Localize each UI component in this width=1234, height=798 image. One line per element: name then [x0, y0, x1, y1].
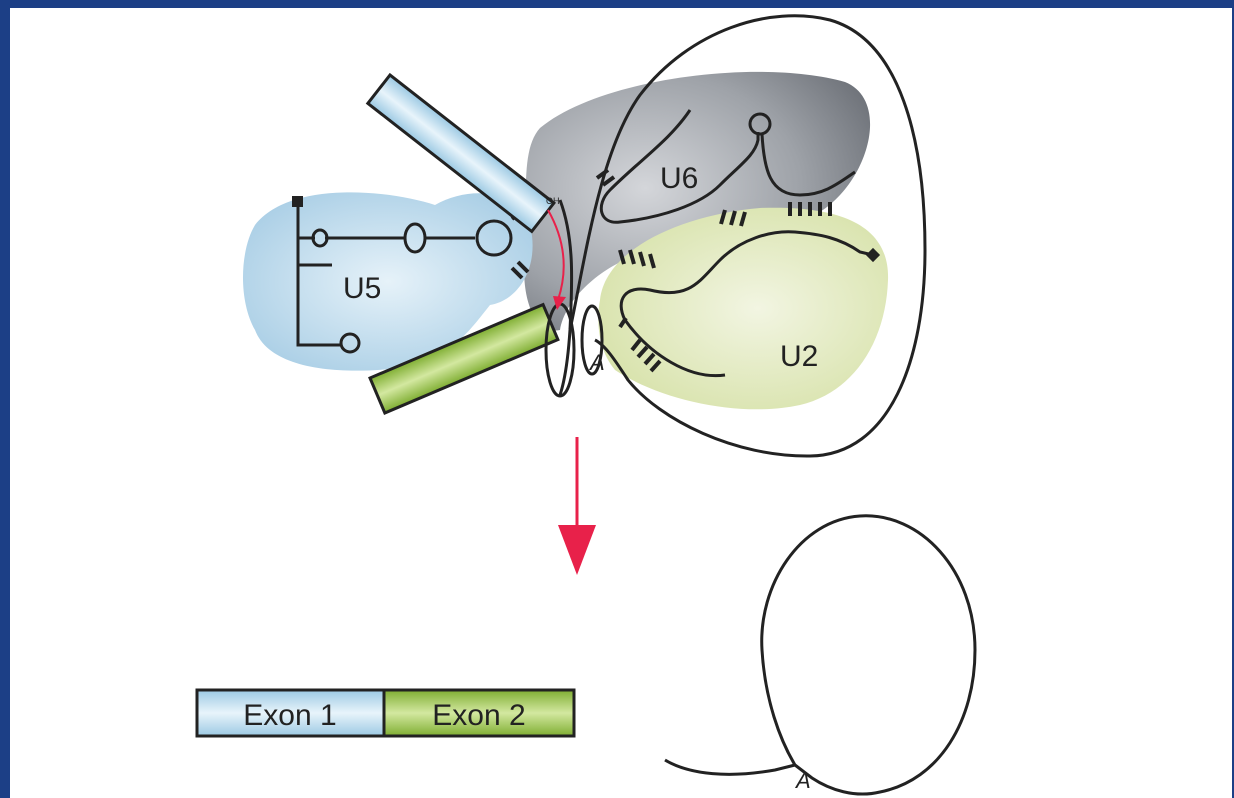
branch-a-label-top: A [588, 350, 605, 375]
oh-label: OH [546, 196, 560, 206]
u5-label: U5 [343, 272, 381, 305]
u2-label: U2 [780, 340, 818, 373]
exon2-label: Exon 2 [432, 699, 525, 732]
reaction-arrowhead [558, 525, 596, 575]
exon1-label: Exon 1 [243, 699, 336, 732]
u5-cap-marker [292, 196, 303, 207]
branch-a-label-bottom: A [794, 768, 811, 793]
lariat-product [665, 516, 975, 794]
u6-label: U6 [660, 162, 698, 195]
